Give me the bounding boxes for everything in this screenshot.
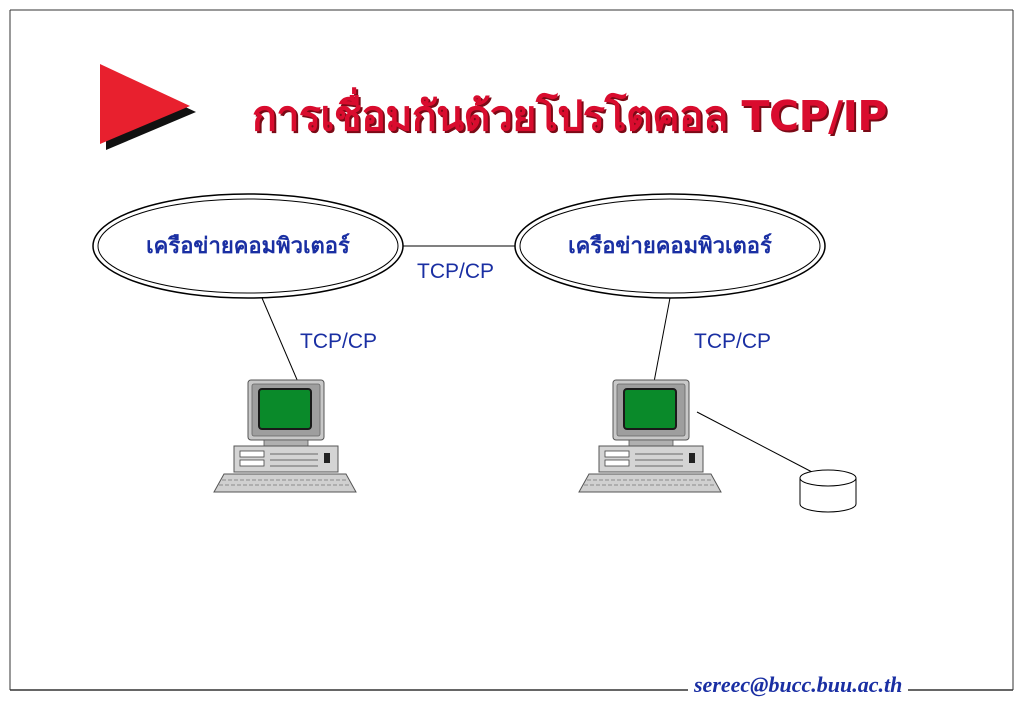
link-left-computer: [261, 297, 299, 383]
slide-title: การเชื่อมกันด้วยโปรโตคอล TCP/IP: [252, 92, 887, 140]
link-right-computer: [653, 297, 671, 383]
disk-storage-icon: [799, 469, 857, 513]
network-ellipse-left: [92, 193, 404, 299]
network-ellipse-right: [514, 193, 826, 299]
protocol-label-right-computer: TCP/CP: [694, 330, 772, 353]
link-computer-disk: [696, 411, 813, 473]
protocol-label-left-computer: TCP/CP: [300, 330, 378, 353]
footer-email: sereec@bucc.buu.ac.th: [688, 672, 909, 698]
computer-icon: [578, 379, 722, 493]
network-label-right: เครือข่ายคอมพิวเตอร์: [568, 233, 772, 259]
computer-icon: [213, 379, 357, 493]
network-label-left: เครือข่ายคอมพิวเตอร์: [146, 233, 350, 259]
bullet-triangle-icon: [100, 64, 196, 150]
protocol-label-network-link: TCP/CP: [417, 260, 495, 283]
